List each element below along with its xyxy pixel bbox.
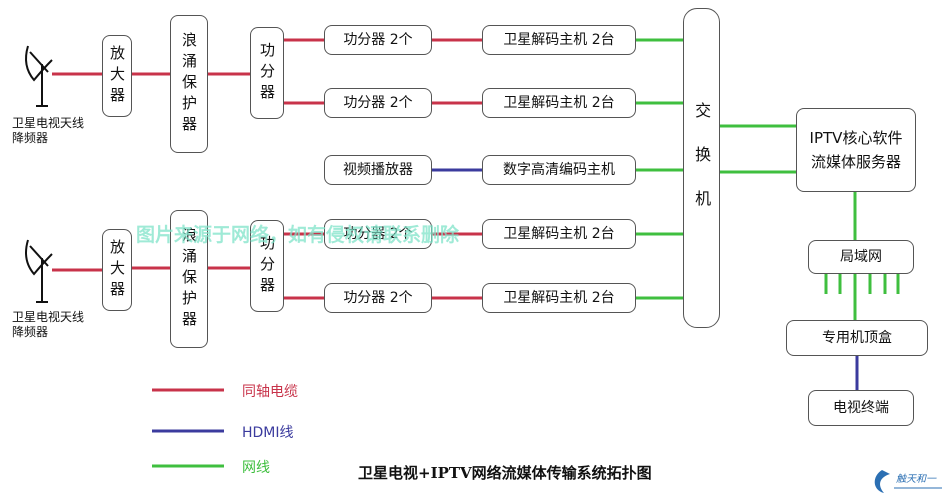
power-divider-2-box: 功分器 2个 — [324, 25, 432, 55]
antenna-name: 卫星电视天线 — [12, 310, 85, 324]
power-divider-2-box: 功分器 2个 — [324, 219, 432, 249]
legend-hdmi-label: HDMI线 — [242, 425, 294, 441]
antenna-label-top: 卫星电视天线 降频器 — [12, 116, 84, 146]
video-player-box: 视频播放器 — [324, 155, 432, 185]
logo-icon: 触天和一 — [868, 466, 944, 496]
satellite-dish-icon — [25, 45, 53, 107]
legend-network-label: 网线 — [242, 460, 270, 476]
network-switch-box: 交换机 — [683, 8, 720, 328]
amplifier-box-top: 放大器 — [102, 35, 132, 117]
legend-coax-label: 同轴电缆 — [242, 384, 298, 400]
diagram-title: 卫星电视+IPTV网络流媒体传输系统拓扑图 — [358, 464, 652, 482]
satellite-receiver-box: 卫星解码主机 2台 — [482, 283, 636, 313]
lnb-name: 降频器 — [12, 131, 49, 145]
satellite-receiver-box: 卫星解码主机 2台 — [482, 88, 636, 118]
antenna-label-bottom: 卫星电视天线 降频器 — [12, 310, 84, 340]
antenna-name: 卫星电视天线 — [12, 116, 85, 130]
settop-box: 专用机顶盒 — [786, 320, 928, 356]
satellite-receiver-box: 卫星解码主机 2台 — [482, 25, 636, 55]
logo-text: 触天和一 — [896, 474, 936, 485]
lan-box: 局域网 — [808, 240, 914, 274]
lnb-name: 降频器 — [12, 325, 49, 339]
hd-encoder-box: 数字高清编码主机 — [482, 155, 636, 185]
power-divider-box-bottom: 功分器 — [250, 220, 284, 312]
amplifier-box-bottom: 放大器 — [102, 229, 132, 311]
surge-protector-box-bottom: 浪涌保护器 — [170, 210, 208, 348]
surge-protector-box-top: 浪涌保护器 — [170, 15, 208, 153]
satellite-receiver-box: 卫星解码主机 2台 — [482, 219, 636, 249]
tv-terminal-box: 电视终端 — [808, 390, 914, 426]
power-divider-2-box: 功分器 2个 — [324, 88, 432, 118]
watermark-text: 图片来源于网络，如有侵权请联系删除 — [136, 224, 460, 246]
satellite-dish-icon — [25, 239, 53, 303]
power-divider-2-box: 功分器 2个 — [324, 283, 432, 313]
power-divider-box-top: 功分器 — [250, 27, 284, 119]
iptv-server-box: IPTV核心软件 流媒体服务器 — [796, 108, 916, 192]
